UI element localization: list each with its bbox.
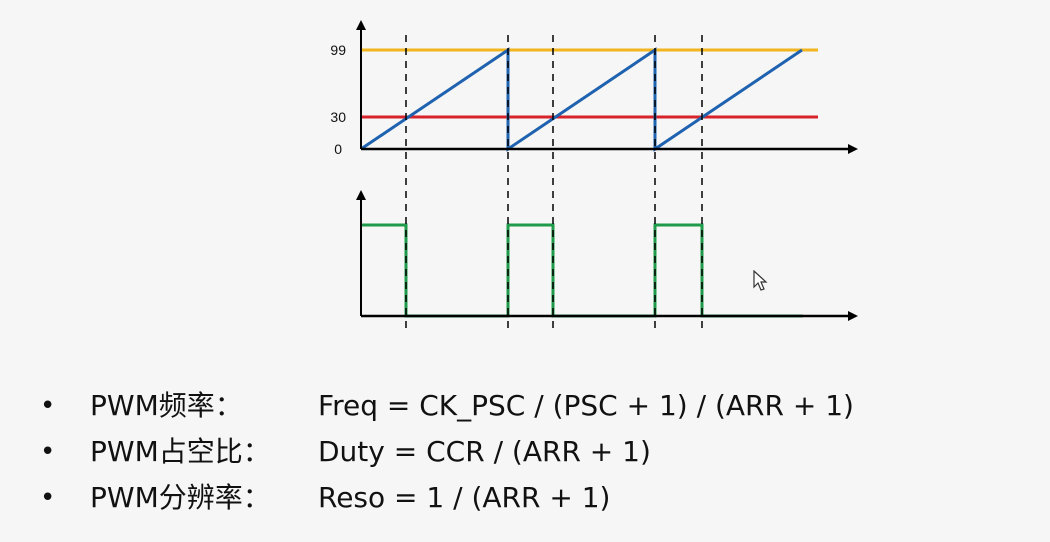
y-tick-99: 99 — [330, 42, 346, 58]
upper-x-axis-arrow — [848, 144, 858, 154]
pwm-waveform — [361, 223, 803, 318]
y-tick-30: 30 — [330, 109, 346, 125]
lower-x-axis-arrow — [848, 311, 858, 321]
pwm-timing-diagram: 99 30 0 — [330, 20, 858, 332]
formula-label: PWM频率： — [90, 389, 243, 422]
bullet: • — [40, 391, 56, 421]
bullet: • — [40, 437, 56, 467]
bullet: • — [40, 483, 56, 513]
formula-expression: Duty = CCR / (ARR + 1) — [318, 435, 651, 468]
y-tick-0: 0 — [334, 141, 342, 157]
counter-sawtooth — [360, 47, 803, 152]
lower-plot — [356, 190, 858, 321]
guide-lines — [405, 35, 703, 332]
mouse-pointer-icon — [753, 270, 768, 291]
lower-y-axis-arrow — [356, 190, 366, 200]
upper-plot: 99 30 0 — [330, 20, 858, 157]
upper-y-axis-arrow — [356, 20, 366, 30]
formula-expression: Freq = CK_PSC / (PSC + 1) / (ARR + 1) — [318, 389, 854, 422]
formula-label: PWM占空比： — [90, 435, 271, 468]
formula-label: PWM分辨率： — [90, 481, 271, 514]
formula-expression: Reso = 1 / (ARR + 1) — [318, 481, 611, 514]
